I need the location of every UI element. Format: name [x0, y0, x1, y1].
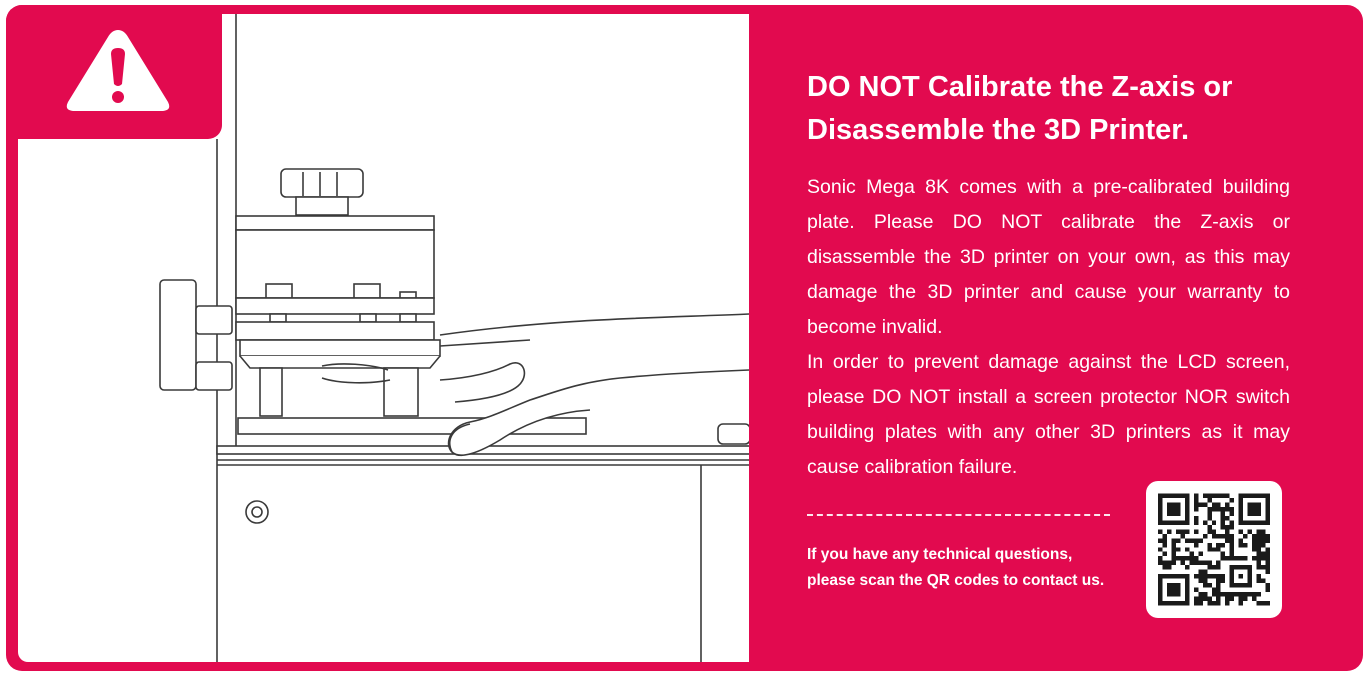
notice-title: DO NOT Calibrate the Z-axis or Disassemb… — [807, 66, 1327, 152]
notice-body: Sonic Mega 8K comes with a pre-calibrate… — [807, 170, 1290, 485]
notice-paragraph-screen: In order to prevent damage against the L… — [807, 351, 1290, 478]
notice-paragraph-calibration: Sonic Mega 8K comes with a pre-calibrate… — [807, 176, 1290, 338]
qr-code[interactable] — [1146, 481, 1282, 618]
contact-line-2: please scan the QR codes to contact us. — [807, 572, 1105, 589]
warning-badge — [6, 5, 222, 139]
qr-code-icon — [1158, 493, 1270, 606]
contact-text: If you have any technical questions, ple… — [807, 542, 1113, 594]
dashed-divider — [807, 514, 1110, 516]
notice-title-line-2: Disassemble the 3D Printer. — [807, 114, 1189, 146]
notice-title-line-1: DO NOT Calibrate the Z-axis or — [807, 71, 1233, 103]
warning-icon — [66, 30, 170, 111]
contact-line-1: If you have any technical questions, — [807, 546, 1073, 563]
